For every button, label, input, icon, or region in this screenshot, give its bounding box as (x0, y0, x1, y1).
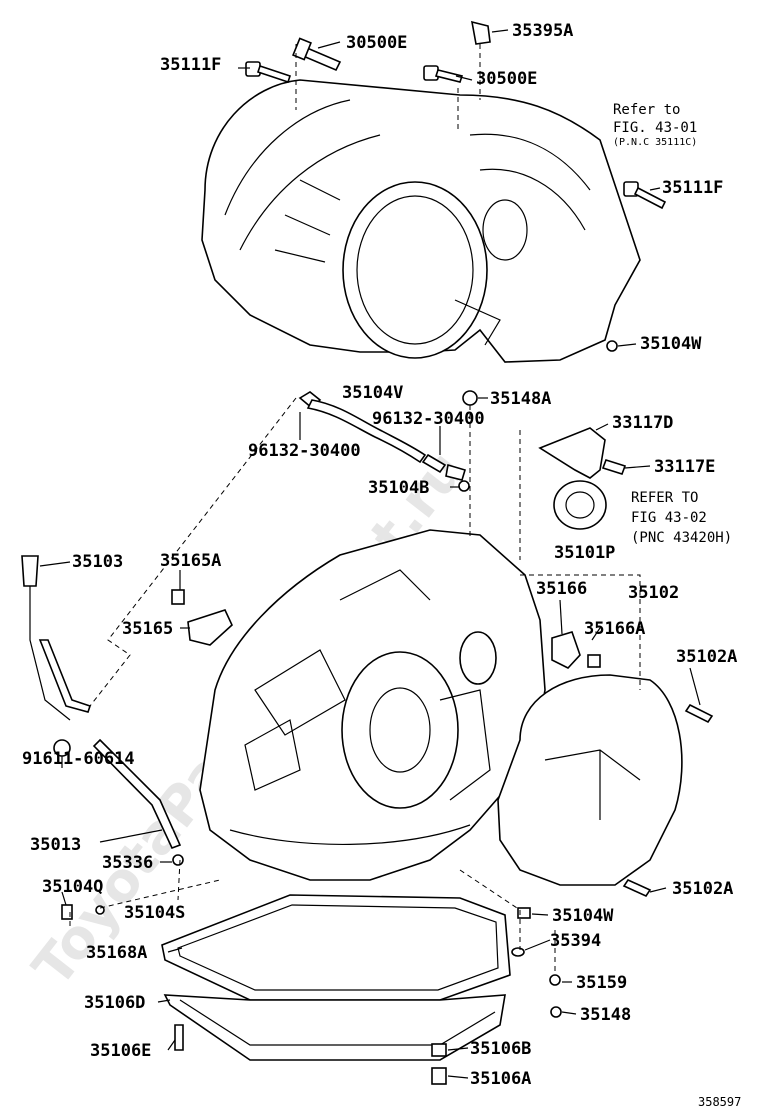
gasket-35394 (511, 947, 525, 957)
ref2-line1: REFER TO (631, 490, 698, 506)
label-35102a-a[interactable]: 35102A (676, 647, 737, 667)
plug-35104w-b (517, 907, 531, 919)
plug-35148a (462, 390, 478, 406)
plug-35148 (550, 1006, 562, 1018)
label-35104s[interactable]: 35104S (124, 903, 185, 923)
label-35104w-b[interactable]: 35104W (552, 906, 614, 926)
ref1-line2: FIG. 43-01 (613, 120, 697, 136)
bracket-33117d (538, 427, 627, 479)
label-35101p[interactable]: 35101P (554, 543, 615, 563)
reference-note-2: REFER TO FIG 43-02 (PNC 43420H) (631, 490, 732, 546)
plug-35104b (458, 480, 470, 492)
label-35106d[interactable]: 35106D (84, 993, 145, 1013)
label-35104q[interactable]: 35104Q (42, 877, 103, 897)
label-91611[interactable]: 91611-60614 (22, 749, 135, 769)
ref1-line3: (P.N.C 35111C) (613, 137, 697, 148)
drain-35106a (431, 1067, 447, 1085)
label-35111f-a[interactable]: 35111F (160, 55, 221, 75)
oil-seal-ref (553, 480, 607, 530)
transaxle-case (199, 529, 546, 881)
label-30500e-a[interactable]: 30500E (346, 33, 407, 53)
ref2-line3: (PNC 43420H) (631, 530, 732, 546)
cover-35165 (171, 589, 233, 646)
bolt-35102a-a (684, 703, 714, 724)
cover-35166 (551, 631, 601, 669)
label-35168a[interactable]: 35168A (86, 943, 147, 963)
label-35104b[interactable]: 35104B (368, 478, 429, 498)
label-35159[interactable]: 35159 (576, 973, 627, 993)
reference-note-1: Refer to FIG. 43-01 (P.N.C 35111C) (613, 102, 697, 148)
label-35148[interactable]: 35148 (580, 1005, 631, 1025)
oil-pan-gasket-35168a (161, 894, 511, 1001)
label-96132-a[interactable]: 96132-30400 (248, 441, 361, 461)
label-30500e-b[interactable]: 30500E (476, 69, 537, 89)
bolt-30500e-a (292, 37, 342, 72)
converter-housing (201, 79, 641, 363)
label-35102[interactable]: 35102 (628, 583, 679, 603)
label-35166[interactable]: 35166 (536, 579, 587, 599)
catalog-number: 358597 (698, 1095, 741, 1109)
label-35103[interactable]: 35103 (72, 552, 123, 572)
label-35106b[interactable]: 35106B (470, 1039, 531, 1059)
label-35165[interactable]: 35165 (122, 619, 173, 639)
magnet-35106b (431, 1043, 447, 1057)
label-35336[interactable]: 35336 (102, 853, 153, 873)
label-35104v[interactable]: 35104V (342, 383, 403, 403)
label-35104w-a[interactable]: 35104W (640, 334, 702, 354)
label-35106a[interactable]: 35106A (470, 1069, 531, 1089)
label-35111f-b[interactable]: 35111F (662, 178, 723, 198)
bolt-35111f-b (623, 181, 667, 210)
side-cover-35102 (497, 674, 683, 886)
part-labels: 30500E 35395A 35111F 30500E 35111F 35104… (22, 21, 737, 1089)
label-35148a[interactable]: 35148A (490, 389, 551, 409)
clip-35395a (470, 20, 491, 45)
label-35395a[interactable]: 35395A (512, 21, 573, 41)
bolt-35111f-a (245, 61, 292, 84)
label-35165a[interactable]: 35165A (160, 551, 221, 571)
gasket-35159 (549, 974, 561, 986)
filler-tube-35013 (38, 639, 182, 850)
reference-lines (69, 44, 641, 975)
label-35394[interactable]: 35394 (550, 931, 601, 951)
dipstick-35103 (21, 555, 71, 721)
plug-35336 (172, 854, 184, 866)
hose-35104v (298, 391, 466, 481)
ref1-line1: Refer to (613, 102, 680, 118)
bolt-30500e-b (423, 65, 464, 83)
bolt-35106e (174, 1024, 184, 1051)
label-96132-b[interactable]: 96132-30400 (372, 409, 485, 429)
ref2-line2: FIG 43-02 (631, 510, 707, 526)
label-35106e[interactable]: 35106E (90, 1041, 151, 1061)
label-35166a[interactable]: 35166A (584, 619, 645, 639)
plug-35104q (61, 904, 73, 920)
leader-lines (39, 29, 701, 1079)
label-35102a-b[interactable]: 35102A (672, 879, 733, 899)
label-35013[interactable]: 35013 (30, 835, 81, 855)
plug-35104w-a (606, 340, 618, 352)
label-33117d[interactable]: 33117D (612, 413, 673, 433)
label-33117e[interactable]: 33117E (654, 457, 715, 477)
bolt-35102a-b (622, 878, 652, 898)
oil-pan-35106d (163, 994, 506, 1061)
